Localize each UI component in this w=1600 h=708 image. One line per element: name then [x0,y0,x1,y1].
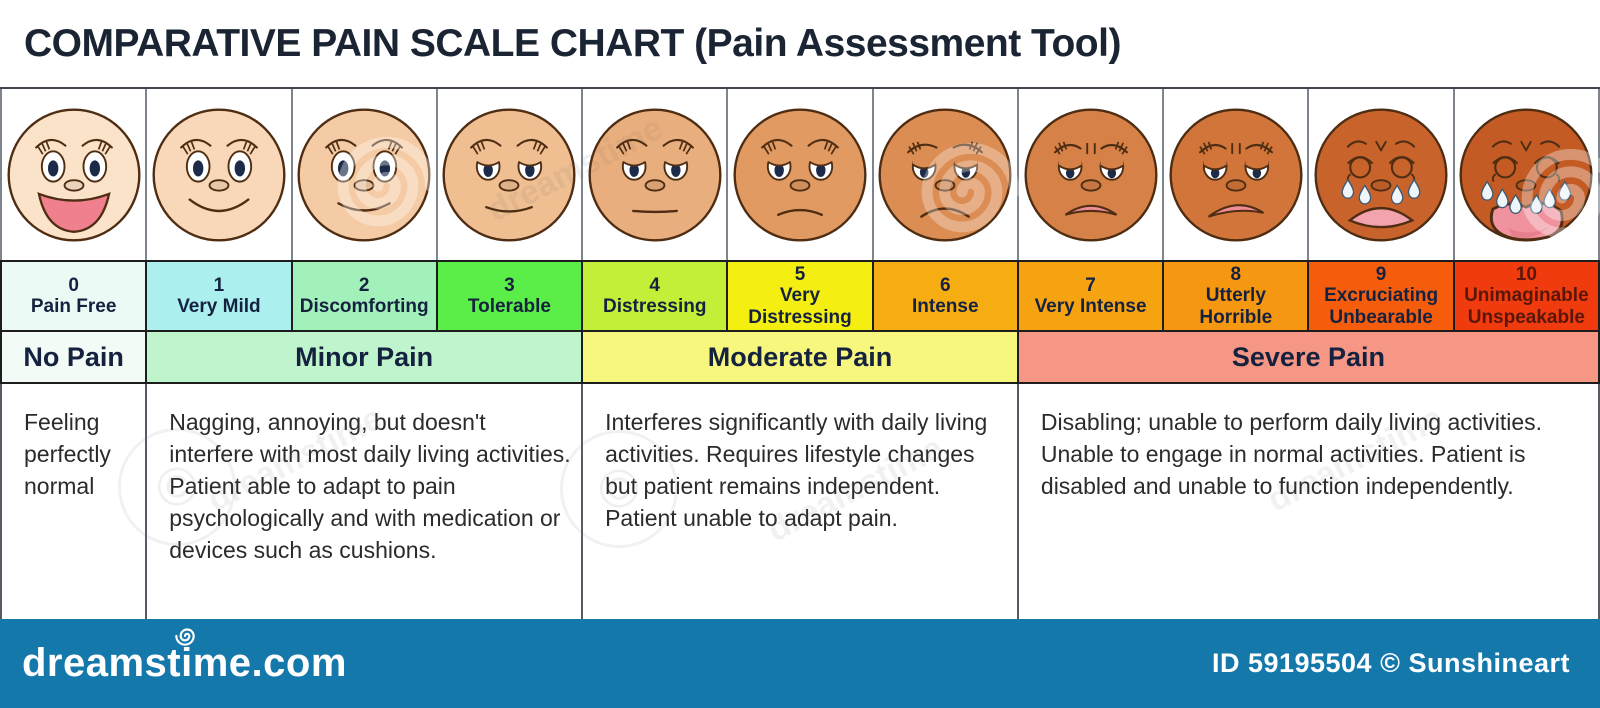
pain-face-icon [1024,107,1158,242]
scale-level-number: 8 [1230,264,1242,286]
face-cell-3 [437,89,584,260]
scale-level-label: Discomforting [299,296,429,317]
pain-face-icon [878,107,1012,242]
scale-level-number: 6 [939,274,951,296]
face-cell-7 [1018,89,1165,260]
face-cell-6 [873,89,1019,260]
faces-row [0,89,1600,260]
pain-face-icon [1314,107,1448,242]
pain-face-icon [7,107,141,242]
pain-face-icon [297,107,431,242]
scale-level-number: 2 [358,274,370,296]
face-cell-1 [147,89,293,260]
category-no-pain: No Pain [2,332,148,384]
scale-level-number: 0 [68,274,79,296]
dreamstime-logo: dreamstime.com [22,628,347,686]
face-cell-0 [2,89,148,260]
category-minor-pain: Minor Pain [147,332,584,384]
spiral-icon [175,628,195,646]
scale-level-label: Very Intense [1034,296,1147,317]
scale-level-number: 10 [1515,264,1537,286]
pain-face-icon [152,107,286,242]
description-no-pain: Feeling perfectly normal [2,384,148,619]
image-credit: ID 59195504 © Sunshineart [1211,648,1570,678]
description-severe-pain: Disabling; unable to perform daily livin… [1018,384,1600,619]
pain-face-icon [588,107,722,242]
face-cell-5 [728,89,874,260]
title-divider [0,87,1600,89]
page-title: COMPARATIVE PAIN SCALE CHART (Pain Asses… [24,22,1121,65]
scale-level-label: Utterly Horrible [1199,285,1273,328]
scale-level-label: Tolerable [467,296,551,317]
category-moderate-pain: Moderate Pain [583,332,1019,384]
scale-level-label: Intense [912,296,979,317]
face-cell-8 [1164,89,1310,260]
scale-level-number: 7 [1085,274,1096,296]
scale-level-number: 3 [504,274,515,296]
stock-footer-bar: dreamstime.com ID 59195504 © Sunshineart [0,619,1600,708]
face-cell-2 [292,89,438,260]
pain-face-icon [1169,107,1303,242]
scale-level-label: Very Distressing [748,285,852,328]
scale-level-label: Excruciating Unbearable [1324,285,1439,328]
dreamstime-logo-text: dreamstime.com [22,641,347,685]
scale-level-number: 5 [794,264,806,286]
face-cell-10 [1454,89,1600,260]
description-minor-pain: Nagging, annoying, but doesn't interfere… [147,384,584,619]
pain-face-icon [1459,107,1593,242]
face-cell-4 [583,89,729,260]
pain-face-icon [442,107,576,242]
face-cell-9 [1309,89,1455,260]
description-moderate-pain: Interferes significantly with daily livi… [583,384,1019,619]
scale-level-number: 4 [649,274,660,296]
scale-level-number: 9 [1375,264,1387,286]
scale-level-label: Very Mild [177,296,261,317]
scale-level-label: Distressing [602,296,707,317]
scale-level-label: Pain Free [30,296,117,317]
category-severe-pain: Severe Pain [1018,332,1600,384]
scale-level-number: 1 [213,274,225,296]
pain-face-icon [733,107,867,242]
scale-level-label: Unimaginable Unspeakable [1464,285,1589,328]
